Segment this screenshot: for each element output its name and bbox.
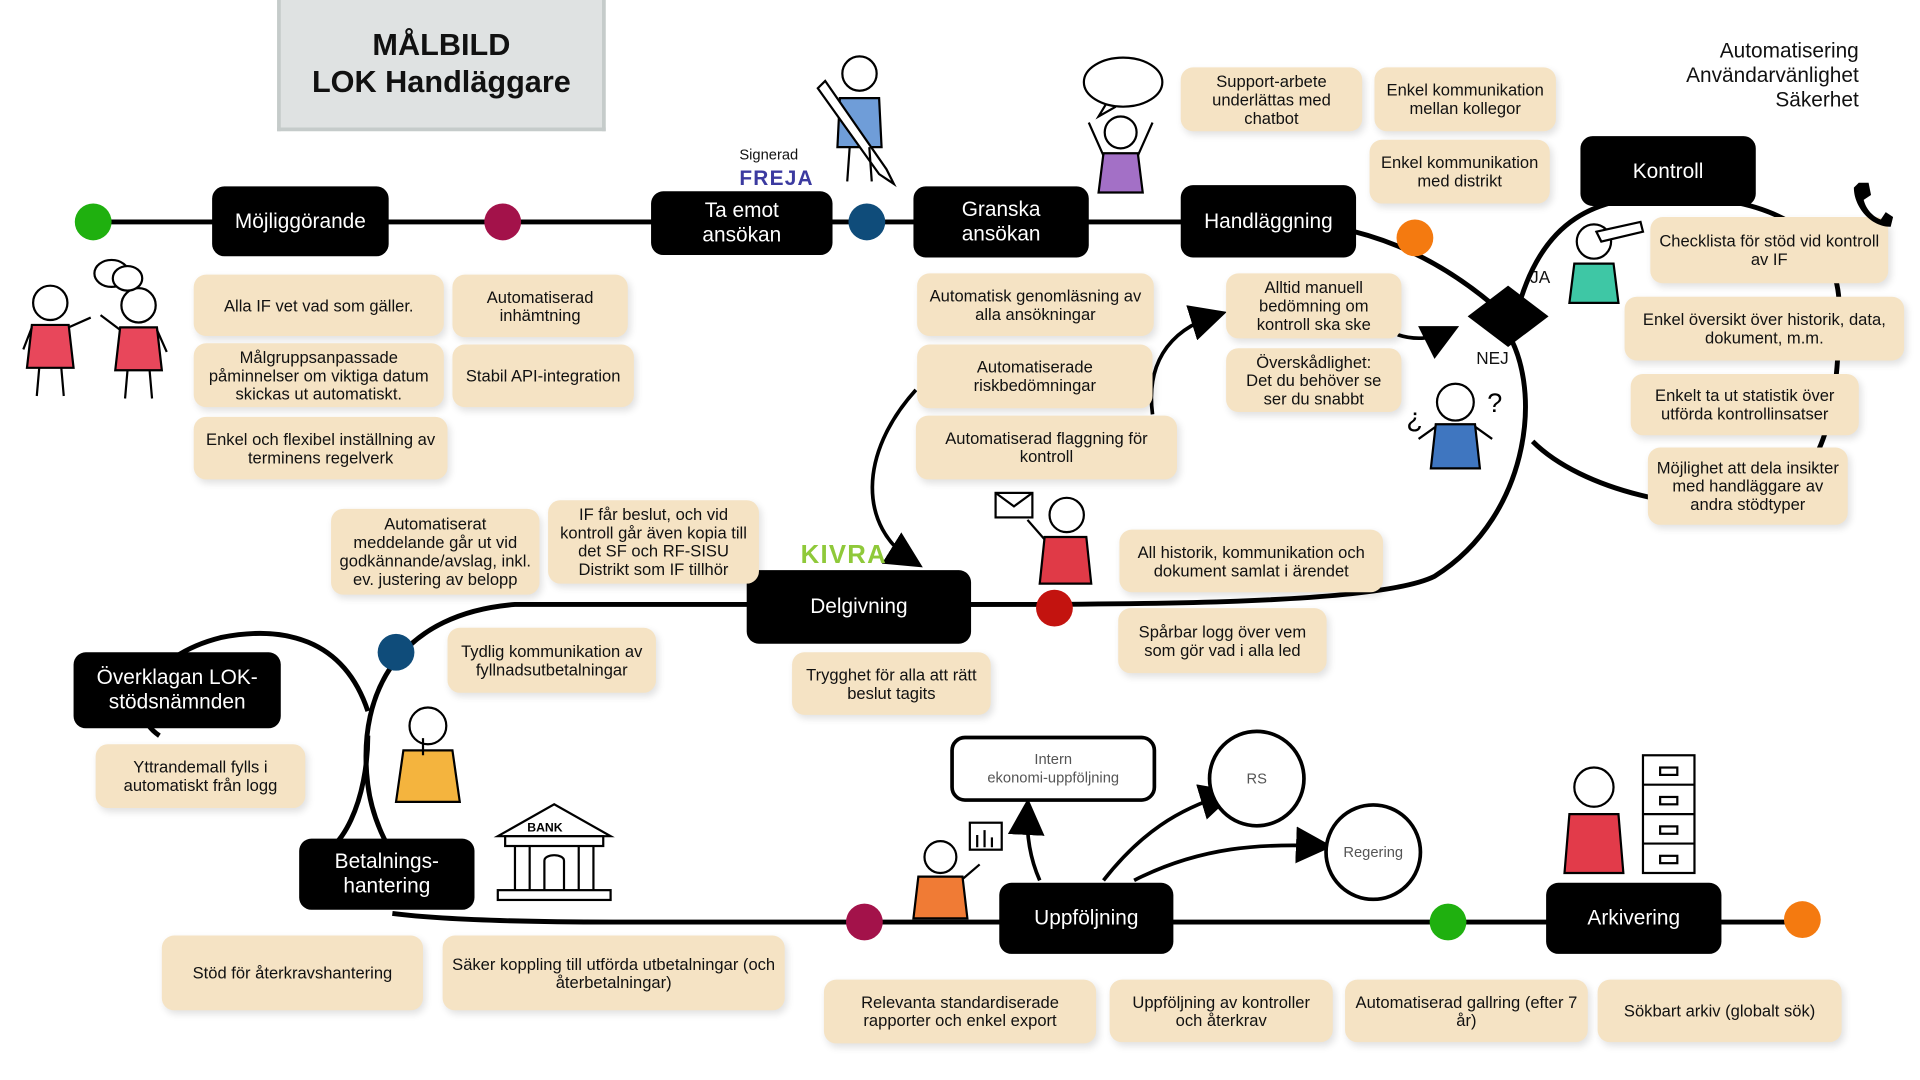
rs-circle: RS bbox=[1207, 729, 1306, 828]
note-manuell-bedomning: Alltid manuell bedömning om kontroll ska… bbox=[1226, 273, 1402, 339]
dot-magenta-1 bbox=[484, 203, 522, 241]
note-all-historik: All historik, kommunikation och dokument… bbox=[1119, 529, 1384, 593]
keyword-sakerhet: Säkerhet bbox=[1775, 88, 1859, 112]
person-with-speech-bubble-illustration bbox=[1082, 56, 1164, 194]
note-kom-distrikt: Enkel kommunikation med distrikt bbox=[1369, 139, 1550, 204]
keyword-anvandarvanlighet: Användarvänlighet bbox=[1686, 63, 1859, 88]
person-presenting-chart-illustration bbox=[912, 821, 1003, 920]
note-standardiserade-rapporter: Relevanta standardiserade rapporter och … bbox=[823, 979, 1097, 1044]
stage-delgivning: Delgivning bbox=[746, 570, 972, 644]
intern-ekonomi-box: Intern ekonomi-uppföljning bbox=[950, 735, 1157, 802]
note-stabil-api: Stabil API-integration bbox=[452, 344, 634, 408]
dot-green-2 bbox=[1429, 903, 1467, 941]
dot-orange-1 bbox=[1396, 219, 1434, 257]
stage-ta-emot-ansokan: Ta emot ansökan bbox=[651, 191, 833, 256]
note-gallring: Automatiserad gallring (efter 7 år) bbox=[1345, 979, 1588, 1043]
stage-overklagan: Överklagan LOK- stödsnämnden bbox=[73, 652, 281, 729]
nej-label: NEJ bbox=[1476, 348, 1509, 368]
dot-navy-1 bbox=[848, 203, 886, 241]
ja-label: JA bbox=[1530, 267, 1551, 287]
decision-diamond bbox=[1467, 285, 1549, 347]
title-line2: LOK Handläggare bbox=[311, 64, 571, 100]
note-sokbart-arkiv: Sökbart arkiv (globalt sök) bbox=[1597, 979, 1842, 1043]
dot-orange-end bbox=[1783, 901, 1821, 938]
note-enkel-oversikt: Enkel översikt över historik, data, doku… bbox=[1624, 296, 1905, 361]
dot-red bbox=[1036, 589, 1073, 627]
signerad-label: Signerad bbox=[739, 145, 799, 164]
person-with-mail-illustration bbox=[994, 491, 1093, 585]
note-overskadlighet: Överskådlighet: Det du behöver se ser du… bbox=[1226, 348, 1402, 412]
note-sparbar-logg: Spårbar logg över vem som gör vad i alla… bbox=[1118, 608, 1327, 674]
stage-mojliggorande: Möjliggörande bbox=[212, 186, 389, 257]
note-fyllnadsutbetalningar: Tydlig kommunikation av fyllnadsutbetaln… bbox=[447, 627, 656, 693]
person-with-archive-cabinet-illustration bbox=[1563, 754, 1696, 875]
phone-icon bbox=[1853, 182, 1894, 227]
corner-keywords: Automatisering Användarvänlighet Säkerhe… bbox=[1686, 39, 1859, 113]
note-alla-if: Alla IF vet vad som gäller. bbox=[193, 274, 444, 336]
note-riskbedomningar: Automatiserade riskbedömningar bbox=[917, 344, 1153, 409]
regering-circle: Regering bbox=[1324, 803, 1423, 902]
keyword-automatisering: Automatisering bbox=[1719, 39, 1859, 63]
people-talking-illustration bbox=[22, 258, 168, 399]
title-line1: MÅLBILD bbox=[372, 28, 511, 63]
note-malgrupps: Målgruppsanpassade påminnelser om viktig… bbox=[193, 343, 444, 408]
kivra-logo: KIVRA bbox=[800, 540, 887, 569]
note-flaggning: Automatiserad flaggning för kontroll bbox=[915, 415, 1178, 480]
thinking-person-illustration bbox=[394, 706, 462, 803]
note-if-far-beslut: IF får beslut, och vid kontroll går även… bbox=[548, 500, 759, 584]
bank-sign: BANK bbox=[527, 820, 563, 834]
note-automatiserad-inhamtning: Automatiserad inhämtning bbox=[452, 274, 628, 338]
note-uppfoljning-kontroller: Uppföljning av kontroller och återkrav bbox=[1109, 979, 1333, 1043]
dot-green-start bbox=[74, 203, 112, 241]
title-box: MÅLBILD LOK Handläggare bbox=[277, 0, 606, 132]
note-statistik: Enkelt ta ut statistik över utförda kont… bbox=[1630, 373, 1859, 436]
svg-text:¿: ¿ bbox=[1406, 403, 1422, 433]
stage-kontroll: Kontroll bbox=[1580, 136, 1756, 206]
note-saker-koppling: Säker koppling till utförda utbetalninga… bbox=[442, 935, 785, 1011]
note-trygghet: Trygghet för alla att rätt beslut tagits bbox=[792, 652, 991, 715]
note-checklista: Checklista för stöd vid kontroll av IF bbox=[1650, 217, 1889, 284]
freja-logo: FREJA bbox=[739, 166, 814, 191]
stage-granska-ansokan: Granska ansökan bbox=[913, 186, 1089, 258]
person-with-binoculars-illustration bbox=[1568, 220, 1645, 304]
stage-betalningshantering: Betalnings- hantering bbox=[299, 838, 475, 910]
person-with-pencil-illustration bbox=[816, 55, 897, 188]
note-enkel-flexibel: Enkel och flexibel inställning av termin… bbox=[193, 416, 448, 480]
confused-person-illustration: ¿ ? bbox=[1406, 382, 1502, 470]
bank-building-illustration: BANK bbox=[493, 803, 615, 902]
stage-arkivering: Arkivering bbox=[1546, 882, 1722, 954]
note-kom-kollegor: Enkel kommunikation mellan kollegor bbox=[1374, 67, 1556, 132]
note-automatiserat-meddelande: Automatiserat meddelande går ut vid godk… bbox=[331, 508, 540, 595]
stage-uppfoljning: Uppföljning bbox=[999, 882, 1174, 954]
note-support-chatbot: Support-arbete underlättas med chatbot bbox=[1180, 67, 1363, 132]
note-aterkrav: Stöd för återkravshantering bbox=[161, 935, 424, 1011]
stage-handlaggning: Handläggning bbox=[1180, 185, 1357, 258]
svg-text:?: ? bbox=[1487, 388, 1502, 418]
note-automatisk-genomlasning: Automatisk genomläsning av alla ansöknin… bbox=[917, 273, 1154, 336]
note-dela-insikter: Möjlighet att dela insikter med handlägg… bbox=[1647, 447, 1848, 525]
dot-magenta-2 bbox=[846, 903, 883, 941]
dot-navy-2 bbox=[377, 633, 415, 671]
note-yttrandemall: Yttrandemall fylls i automatiskt från lo… bbox=[95, 744, 306, 808]
